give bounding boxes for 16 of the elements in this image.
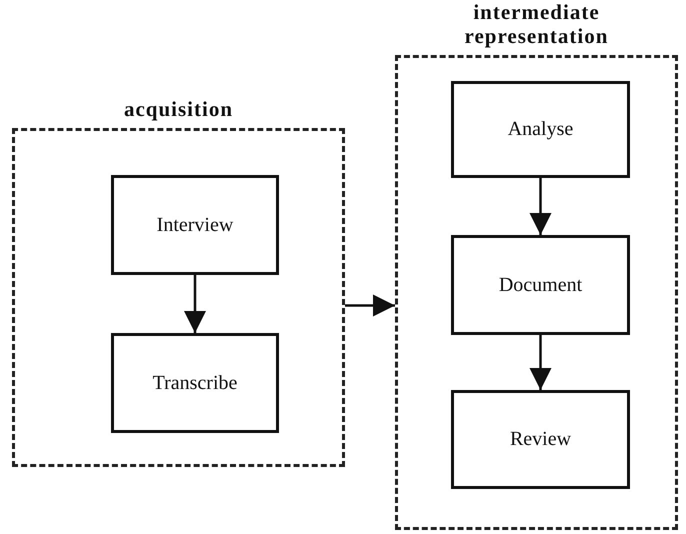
process-label: Interview [156,214,234,236]
process-label: Analyse [508,118,574,141]
process-label: Review [510,428,572,451]
arrow [184,275,206,333]
group-title: intermediate representation [464,0,610,48]
group-title: acquisition [122,97,234,121]
process-box [451,235,630,335]
process-box [451,390,630,489]
process-box [111,333,279,433]
process-box [451,81,630,178]
process-label: Document [498,274,582,296]
process-box [111,175,279,275]
arrow [530,178,552,235]
process-label: Transcribe [152,372,238,394]
arrow [345,294,395,316]
arrow [530,335,552,390]
